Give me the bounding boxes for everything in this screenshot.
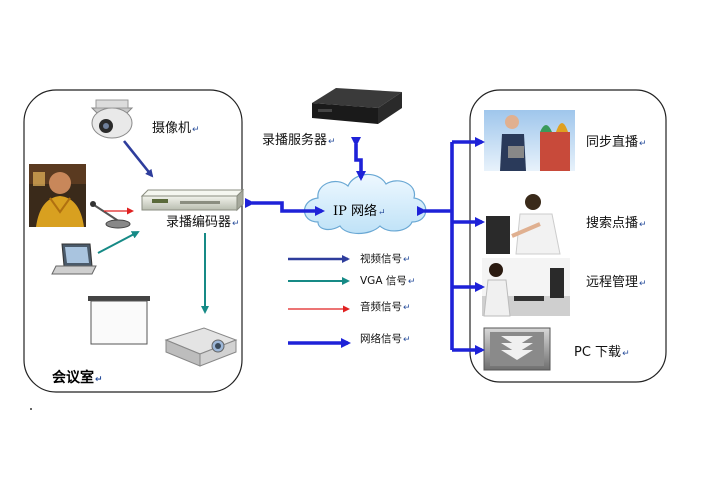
search-vod-photo-icon xyxy=(482,190,570,255)
encoder-network-link xyxy=(245,198,325,216)
meeting-room-title: 会议室↵ xyxy=(52,370,103,386)
camera-video-arrow xyxy=(122,140,154,178)
live-broadcast-photo-icon xyxy=(484,110,575,171)
server-network-link xyxy=(351,137,366,181)
remote-management-photo-icon xyxy=(482,258,570,317)
pc-download-icon xyxy=(483,327,551,371)
laptop-icon xyxy=(51,243,97,275)
legend-network-label: 网络信号↵ xyxy=(360,333,411,345)
legend-audio-label: 音频信号↵ xyxy=(360,301,411,313)
projector-screen-icon xyxy=(88,296,150,345)
server-label: 录播服务器↵ xyxy=(262,133,336,148)
service-pc-label: PC 下载↵ xyxy=(574,345,630,360)
ip-network-cloud xyxy=(303,173,427,235)
service-live-label: 同步直播↵ xyxy=(586,135,647,150)
speaker-photo-icon xyxy=(29,164,86,227)
service-remote-label: 远程管理↵ xyxy=(586,275,647,290)
service-vod-label: 搜索点播↵ xyxy=(586,216,647,231)
legend-video-label: 视频信号↵ xyxy=(360,253,411,265)
server-icon xyxy=(312,88,402,124)
encoder-device-icon xyxy=(140,188,245,212)
camera-label: 摄像机↵ xyxy=(152,121,200,136)
legend-vga-label: VGA 信号↵ xyxy=(360,275,416,287)
encoder-label: 录播编码器↵ xyxy=(166,215,240,230)
camera-icon xyxy=(90,99,134,139)
projector-icon xyxy=(164,327,238,367)
microphone-icon xyxy=(90,201,131,229)
network-label: IP 网络↵ xyxy=(333,204,386,219)
stray-dot xyxy=(30,408,32,410)
laptop-vga-arrow xyxy=(97,231,140,254)
